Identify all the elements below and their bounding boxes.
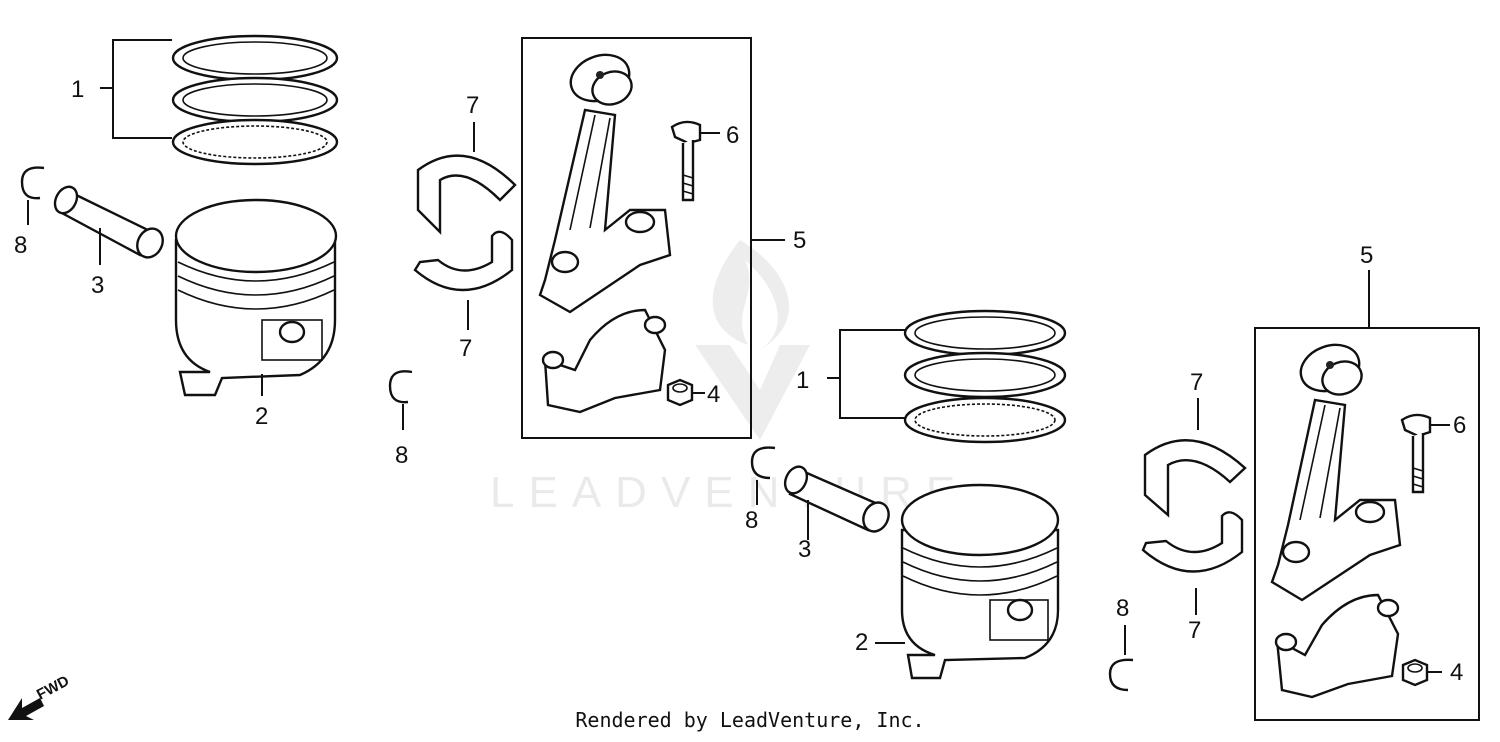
left-piston-rings[interactable] [171, 34, 339, 166]
left-bolt-callout: 6 [726, 122, 739, 149]
right-bearing-lower[interactable] [1141, 511, 1244, 573]
left-piston-callout: 2 [255, 403, 268, 430]
left-connecting-rod-box [521, 37, 752, 439]
render-credit: Rendered by LeadVenture, Inc. [575, 708, 925, 732]
fwd-arrow-icon [8, 698, 44, 720]
left-clip-top-callout: 8 [14, 232, 27, 259]
left-rod-bolt[interactable] [670, 120, 702, 202]
left-piston[interactable] [174, 198, 338, 397]
left-rod-nut[interactable] [666, 378, 694, 407]
left-clip-mid-callout: 8 [395, 442, 408, 469]
right-clip-bottom-callout: 8 [1116, 595, 1129, 622]
right-rod-assy-callout: 5 [1360, 242, 1373, 269]
right-rod-cap[interactable] [1274, 593, 1400, 699]
left-bearing-upper[interactable] [416, 154, 517, 235]
right-rod-bolt[interactable] [1400, 413, 1432, 494]
right-clip-top-callout: 8 [745, 507, 758, 534]
left-rings-callout: 1 [71, 76, 84, 103]
watermark: LEADVENTURE [490, 240, 969, 517]
left-piston-pin-clip-top[interactable] [20, 166, 45, 200]
right-connecting-rod-box [1254, 327, 1480, 721]
right-piston-rings[interactable] [903, 309, 1067, 444]
left-bearing-lower[interactable] [413, 230, 514, 292]
left-bearing-top-callout: 7 [466, 92, 479, 119]
left-piston-pin-clip-mid[interactable] [388, 370, 413, 404]
right-rings-callout: 1 [796, 367, 809, 394]
right-piston-callout: 2 [855, 629, 868, 656]
right-bearing-upper[interactable] [1143, 439, 1247, 518]
right-piston-pin-clip-bottom[interactable] [1108, 658, 1134, 692]
left-piston-pin[interactable] [51, 183, 168, 262]
left-rod-cap[interactable] [541, 308, 667, 414]
right-piston-pin[interactable] [781, 463, 893, 536]
right-bolt-callout: 6 [1453, 412, 1466, 439]
right-piston[interactable] [900, 483, 1060, 680]
right-connecting-rod[interactable] [1270, 337, 1402, 602]
left-bearing-bottom-callout: 7 [459, 335, 472, 362]
right-bearing-bottom-callout: 7 [1188, 617, 1201, 644]
right-piston-pin-clip-top[interactable] [750, 446, 776, 480]
left-connecting-rod[interactable] [538, 47, 672, 314]
right-pin-callout: 3 [798, 536, 811, 563]
left-rod-assy-callout: 5 [793, 227, 806, 254]
watermark-text: LEADVENTURE [490, 468, 969, 517]
left-pin-callout: 3 [91, 272, 104, 299]
right-nut-callout: 4 [1450, 659, 1463, 686]
right-rod-nut[interactable] [1401, 658, 1429, 687]
right-bearing-top-callout: 7 [1190, 369, 1203, 396]
fwd-label: FWD [34, 672, 72, 703]
left-nut-callout: 4 [707, 381, 720, 408]
